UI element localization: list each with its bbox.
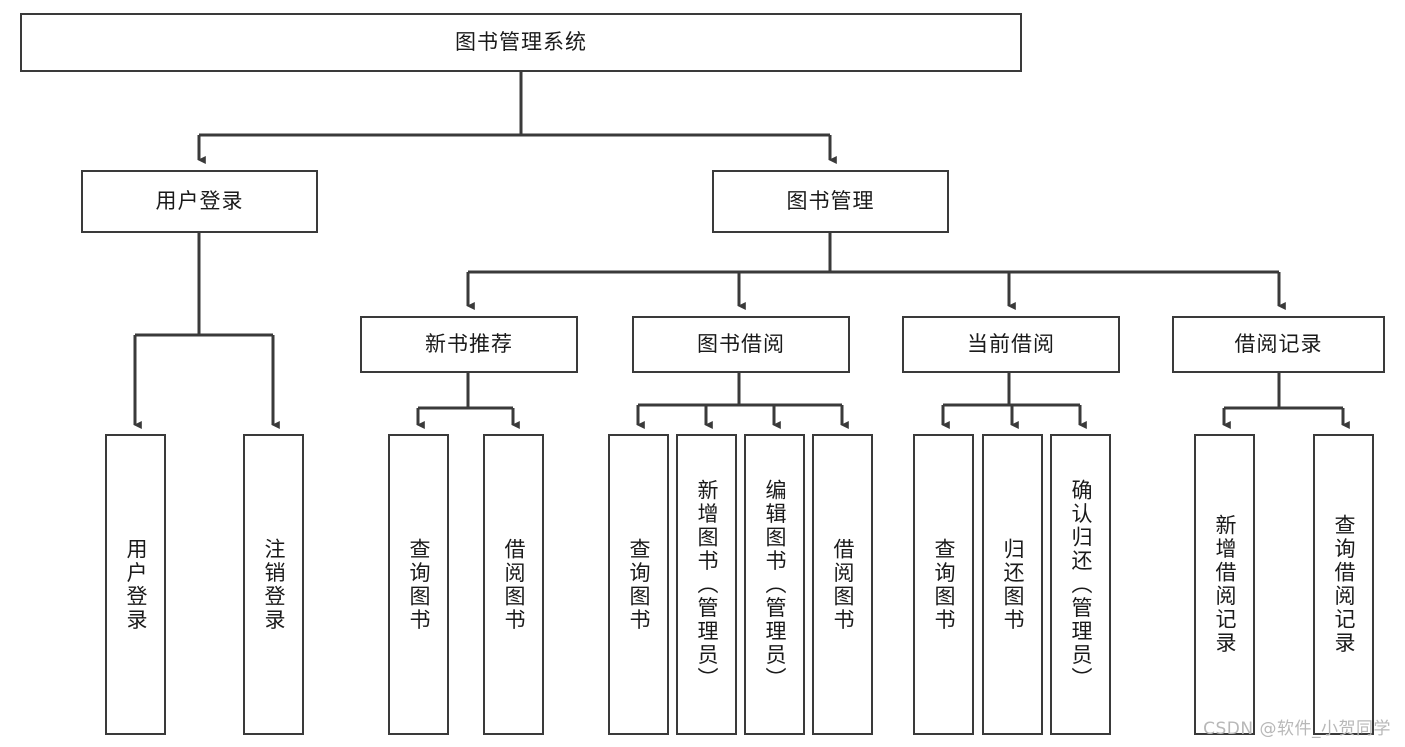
node-label: 当前借阅 [967,331,1055,356]
node-label: 查询图书 [931,537,956,632]
node-leaf-query-book-current[interactable]: 查询图书 [913,434,974,735]
node-label: 借阅图书 [830,537,855,632]
node-label: 确认归还（管理员） [1068,478,1093,691]
node-book-management[interactable]: 图书管理 [712,170,949,233]
node-label: 归还图书 [1000,537,1025,632]
node-label: 图书管理系统 [455,29,587,54]
node-leaf-add-book-admin[interactable]: 新增图书（管理员） [676,434,737,735]
node-root-book-management-system[interactable]: 图书管理系统 [20,13,1022,72]
node-leaf-borrow-book[interactable]: 借阅图书 [812,434,873,735]
node-leaf-user-login[interactable]: 用户登录 [105,434,166,735]
node-leaf-add-borrow-record[interactable]: 新增借阅记录 [1194,434,1255,735]
node-label: 图书管理 [786,188,875,213]
node-leaf-return-book[interactable]: 归还图书 [982,434,1043,735]
node-label: 借阅记录 [1234,331,1323,356]
node-leaf-confirm-return-admin[interactable]: 确认归还（管理员） [1050,434,1111,735]
node-leaf-query-borrow-record[interactable]: 查询借阅记录 [1313,434,1374,735]
node-label: 查询借阅记录 [1331,514,1356,655]
csdn-watermark: CSDN @软件_小贺同学 [1203,719,1391,739]
node-label: 编辑图书（管理员） [762,478,787,691]
node-leaf-borrow-book-recommend[interactable]: 借阅图书 [483,434,544,735]
node-label: 注销登录 [261,537,286,632]
node-leaf-query-book-borrow[interactable]: 查询图书 [608,434,669,735]
node-label: 新增借阅记录 [1212,514,1237,655]
node-label: 用户登录 [123,537,148,632]
node-leaf-query-book-recommend[interactable]: 查询图书 [388,434,449,735]
node-label: 借阅图书 [501,537,526,632]
node-borrow-record[interactable]: 借阅记录 [1172,316,1385,373]
node-label: 新增图书（管理员） [694,478,719,691]
node-new-book-recommend[interactable]: 新书推荐 [360,316,578,373]
node-label: 用户登录 [155,188,244,213]
node-label: 查询图书 [406,537,431,632]
node-current-borrow[interactable]: 当前借阅 [902,316,1120,373]
node-user-login[interactable]: 用户登录 [81,170,318,233]
node-label: 查询图书 [626,537,651,632]
node-leaf-edit-book-admin[interactable]: 编辑图书（管理员） [744,434,805,735]
node-book-borrow[interactable]: 图书借阅 [632,316,850,373]
node-label: 新书推荐 [425,331,513,356]
node-label: 图书借阅 [697,331,785,356]
node-leaf-user-logout[interactable]: 注销登录 [243,434,304,735]
